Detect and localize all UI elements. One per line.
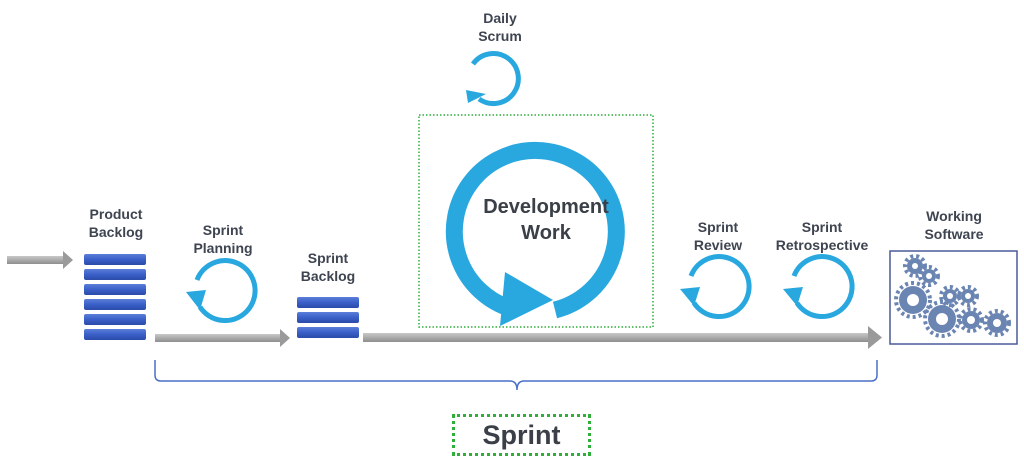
sprint-backlog-stack-icon — [297, 297, 359, 338]
sprint-label: Sprint — [482, 419, 561, 450]
incoming-arrow — [7, 251, 73, 269]
daily-scrum-cycle-icon — [466, 51, 521, 107]
development-work-frame — [418, 114, 654, 328]
planning-flow-arrow — [155, 329, 290, 347]
development-work-cycle-icon — [445, 141, 625, 326]
sprint-flow-arrow — [363, 326, 882, 349]
product-backlog-label: Product Backlog — [88, 206, 144, 240]
sprint-review-label: Sprint Review — [693, 219, 743, 253]
development-work-label: Development Work — [483, 196, 609, 244]
working-software-label: Working Software — [924, 208, 984, 242]
sprint-review-cycle-icon — [680, 254, 752, 320]
sprint-planning-label: Sprint Planning — [193, 222, 253, 256]
sprint-planning-cycle-icon — [186, 258, 258, 324]
sprint-backlog-label: Sprint Backlog — [300, 250, 356, 284]
sprint-retrospective-cycle-icon — [783, 254, 855, 320]
daily-scrum-label: Daily Scrum — [478, 10, 522, 44]
sprint-bracket — [154, 360, 878, 391]
sprint-label-box: Sprint — [452, 414, 591, 456]
product-backlog-stack-icon — [84, 254, 146, 340]
sprint-retrospective-label: Sprint Retrospective — [775, 219, 869, 253]
working-software-gears-icon — [889, 250, 1018, 345]
